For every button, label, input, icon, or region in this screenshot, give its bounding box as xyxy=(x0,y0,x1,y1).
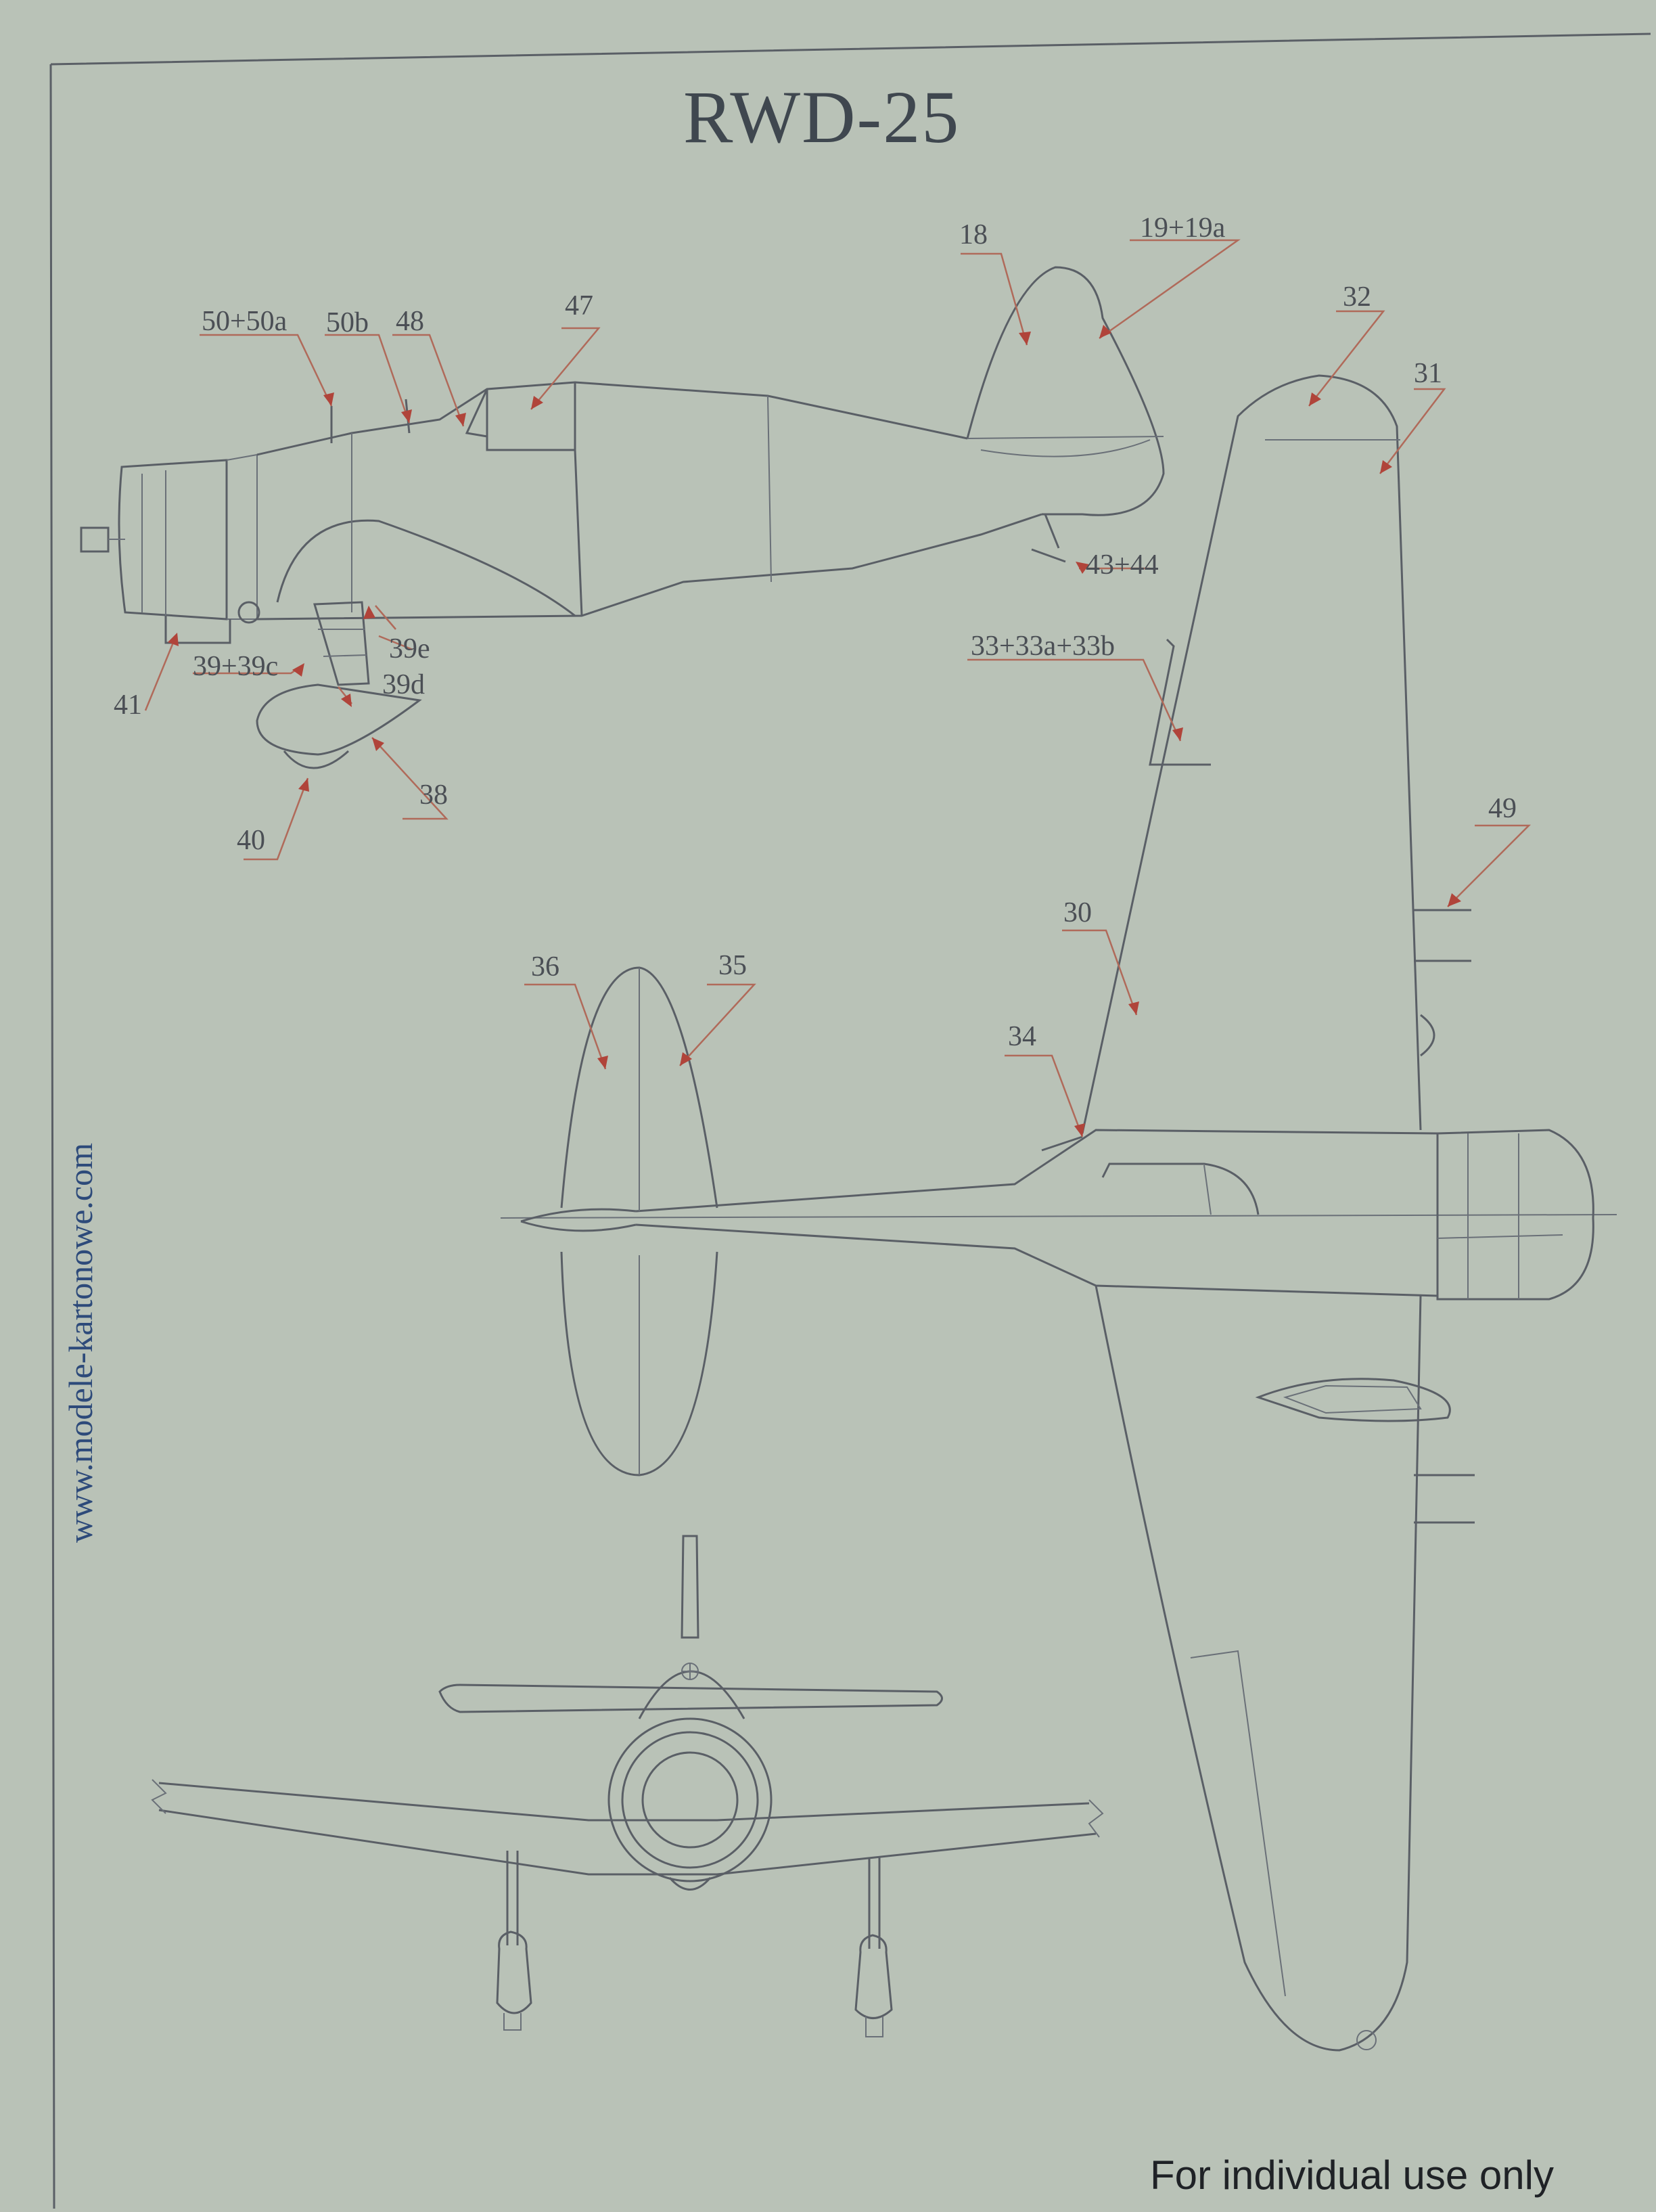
label-39d: 39d xyxy=(382,669,425,700)
label-41: 41 xyxy=(114,690,142,721)
label-39c: 39+39c xyxy=(193,651,278,682)
side-view xyxy=(80,266,1165,769)
part-labels: 18 19+19a 32 31 47 50+50a 50b 48 43+44 3… xyxy=(114,212,1517,1052)
label-34: 34 xyxy=(1008,1021,1036,1052)
label-48: 48 xyxy=(396,306,424,337)
label-19: 19+19a xyxy=(1140,212,1226,244)
label-40: 40 xyxy=(237,825,265,856)
top-view xyxy=(500,374,1617,2052)
label-49: 49 xyxy=(1488,793,1517,824)
label-33: 33+33a+33b xyxy=(971,631,1115,662)
label-32: 32 xyxy=(1343,281,1371,313)
label-31: 31 xyxy=(1414,358,1442,389)
sheet-border xyxy=(49,32,1651,2209)
leader-lines xyxy=(144,239,1532,1137)
label-50b: 50b xyxy=(326,307,369,338)
label-35: 35 xyxy=(718,950,747,981)
label-39e: 39e xyxy=(389,633,430,664)
label-36: 36 xyxy=(531,951,559,983)
label-43: 43+44 xyxy=(1086,549,1159,581)
drawing-title: RWD-25 xyxy=(683,76,961,158)
footer-note: For individual use only xyxy=(1150,2152,1554,2198)
front-view xyxy=(151,1535,1104,2037)
label-38: 38 xyxy=(419,780,448,811)
website-url: www.modele-kartonowe.com xyxy=(62,1142,99,1543)
label-50a: 50+50a xyxy=(202,306,288,337)
label-30: 30 xyxy=(1063,897,1092,928)
label-47: 47 xyxy=(565,290,593,321)
label-18: 18 xyxy=(959,219,988,250)
